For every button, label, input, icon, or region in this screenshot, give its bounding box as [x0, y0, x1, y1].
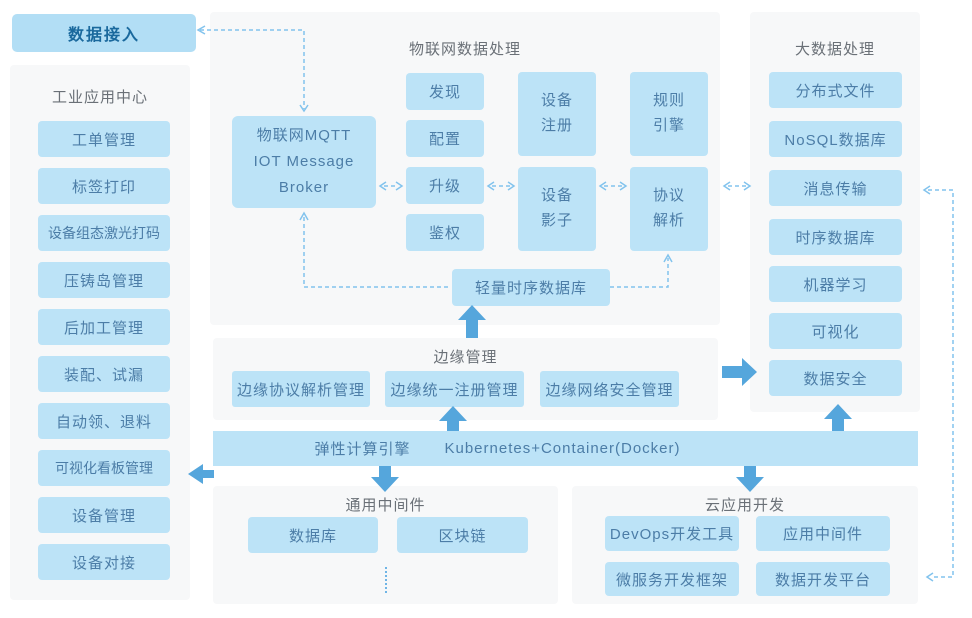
node-elastic-compute-engine: 弹性计算引擎 Kubernetes+Container(Docker) [213, 431, 918, 466]
node-data-dev-platform: 数据开发平台 [756, 562, 890, 596]
dashed-biarrow-protocol-bigdata [722, 181, 752, 191]
thick-arrow-bar-to-app-center [188, 464, 214, 484]
node-rule-engine: 规则引擎 [630, 72, 708, 156]
node-configuration: 配置 [406, 120, 484, 157]
node-mqtt-broker: 物联网MQTT IOT Message Broker [232, 116, 376, 208]
node-upgrade: 升级 [406, 167, 484, 204]
compute-label-en: Kubernetes+Container(Docker) [444, 440, 681, 457]
node-timeseries-database: 时序数据库 [769, 219, 902, 255]
node-message-transfer: 消息传输 [769, 170, 902, 206]
node-edge-protocol-parsing-mgmt: 边缘协议解析管理 [232, 371, 370, 407]
node-visualization: 可视化 [769, 313, 902, 349]
node-die-cast-island-mgmt: 压铸岛管理 [38, 262, 170, 298]
node-post-processing-mgmt: 后加工管理 [38, 309, 170, 345]
node-edge-network-security-mgmt: 边缘网络安全管理 [540, 371, 679, 407]
node-distributed-file: 分布式文件 [769, 72, 902, 108]
node-lightweight-tsdb: 轻量时序数据库 [452, 269, 610, 306]
node-device-mgmt: 设备管理 [38, 497, 170, 533]
compute-label-cn: 弹性计算引擎 [314, 441, 411, 458]
node-device-docking: 设备对接 [38, 544, 170, 580]
broker-line-1: 物联网MQTT [256, 126, 352, 144]
dashed-arrow-right-edge-loop [922, 185, 954, 582]
node-machine-learning: 机器学习 [769, 266, 902, 302]
node-data-access: 数据接入 [12, 14, 196, 52]
node-data-security: 数据安全 [769, 360, 902, 396]
panel-title-cloud: 云应用开发 [704, 497, 785, 514]
node-microservice-framework: 微服务开发框架 [605, 562, 739, 596]
node-app-middleware: 应用中间件 [756, 516, 890, 551]
panel-title-app-center: 工业应用中心 [51, 89, 148, 106]
node-database: 数据库 [248, 517, 378, 553]
node-device-config-laser-marking: 设备组态激光打码 [38, 215, 170, 251]
node-nosql-database: NoSQL数据库 [769, 121, 902, 157]
node-devops-tools: DevOps开发工具 [605, 516, 739, 551]
broker-line-3: Broker [278, 179, 330, 197]
ellipsis-dots [385, 567, 387, 593]
node-assembly-leak-test: 装配、试漏 [38, 356, 170, 392]
node-auto-material-handling: 自动领、退料 [38, 403, 170, 439]
node-visual-dashboard-mgmt: 可视化看板管理 [38, 450, 170, 486]
node-work-order-mgmt: 工单管理 [38, 121, 170, 157]
node-authentication: 鉴权 [406, 214, 484, 251]
broker-line-2: IOT Message [253, 152, 355, 170]
panel-title-edge: 边缘管理 [433, 349, 498, 366]
node-device-registration: 设备注册 [518, 72, 596, 156]
panel-title-middleware: 通用中间件 [345, 497, 426, 514]
node-discovery: 发现 [406, 73, 484, 110]
node-protocol-parsing: 协议解析 [630, 167, 708, 251]
node-label-printing: 标签打印 [38, 168, 170, 204]
node-blockchain: 区块链 [397, 517, 528, 553]
panel-title-iot: 物联网数据处理 [408, 41, 521, 58]
node-edge-unified-registration-mgmt: 边缘统一注册管理 [385, 371, 524, 407]
panel-title-bigdata: 大数据处理 [794, 41, 875, 58]
node-device-shadow: 设备影子 [518, 167, 596, 251]
